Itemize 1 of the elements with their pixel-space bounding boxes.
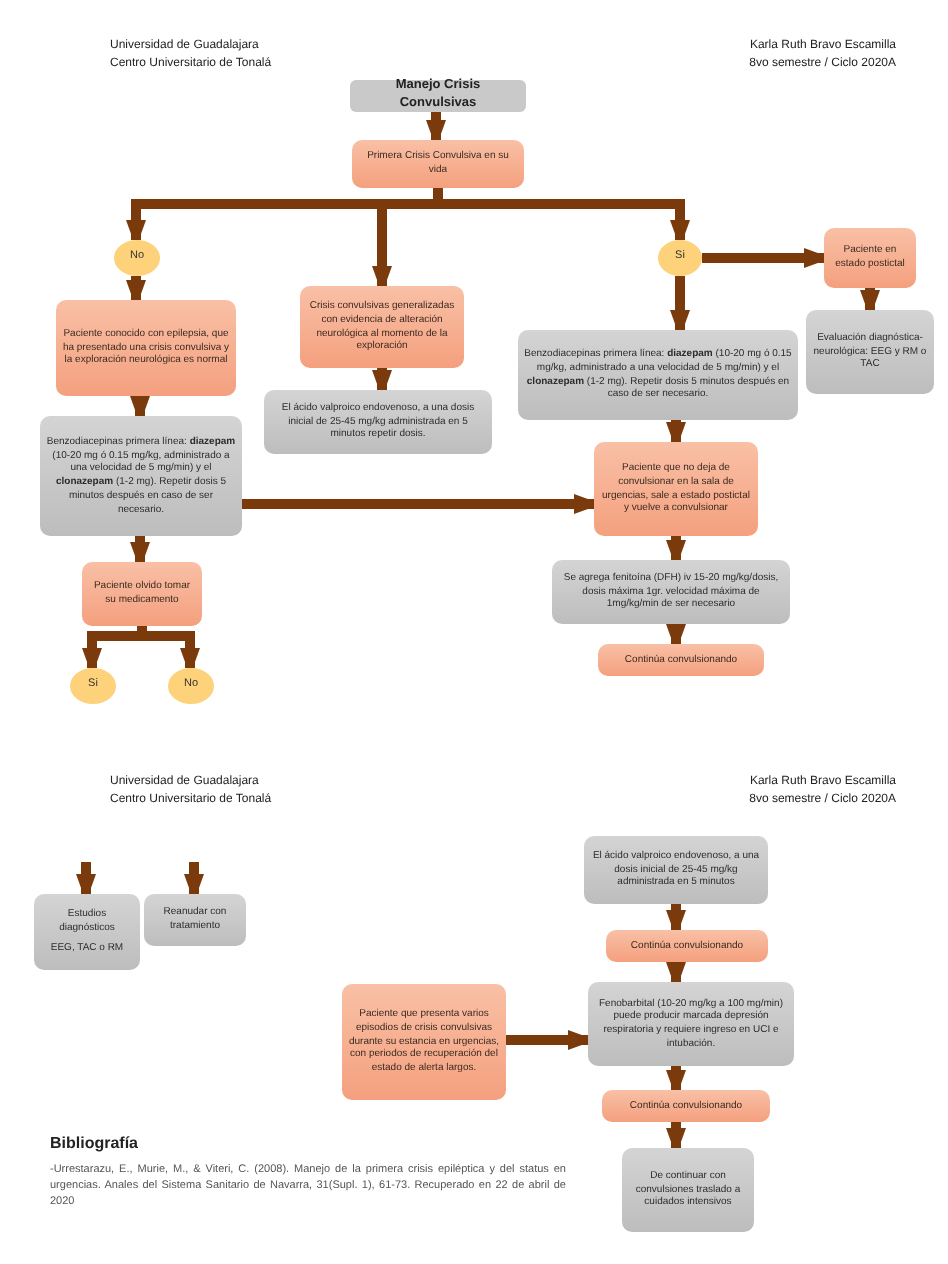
section-heading: Bibliografía bbox=[50, 1132, 139, 1156]
